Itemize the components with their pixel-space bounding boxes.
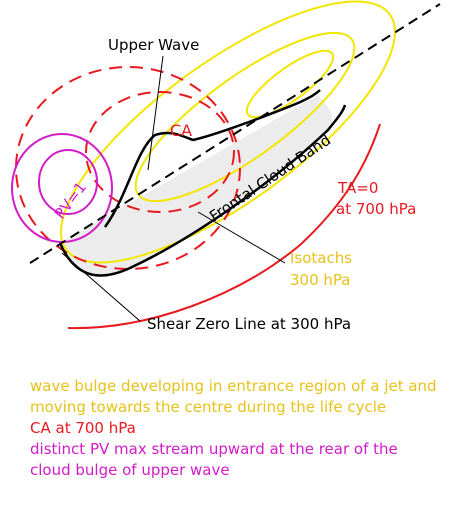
shear-zero-line-label: Shear Zero Line at 300 hPa	[147, 315, 351, 333]
ca-label: CA	[170, 121, 192, 140]
legend: wave bulge developing in entrance region…	[30, 376, 445, 481]
legend-item-wave-bulge: wave bulge developing in entrance region…	[30, 377, 437, 395]
legend-item-pv-max: distinct PV max stream upward at the rea…	[30, 440, 398, 458]
frontal-cloud-band-area	[60, 95, 333, 276]
synoptic-diagram: Upper Wave CA PV=1 Frontal Cloud Band TA…	[11, 0, 441, 333]
legend-item-ca: CA at 700 hPa	[30, 419, 136, 437]
pv-label: PV=1	[51, 178, 90, 222]
ta-zero-label-line2: at 700 hPa	[336, 200, 416, 218]
upper-wave-pointer	[147, 55, 164, 171]
isotachs-label-line2: 300 hPa	[290, 271, 350, 289]
isotachs-pointer	[197, 211, 286, 264]
pv-contour-inner	[38, 149, 98, 215]
jet-axis-dashed-line	[29, 3, 441, 264]
ca-contours-700hpa	[15, 66, 241, 270]
isotach-outer	[60, 0, 396, 264]
upper-wave-label: Upper Wave	[108, 36, 199, 54]
shear-zero-pointer	[61, 252, 141, 322]
legend-item-pv-max-cont: cloud bulge of upper wave	[30, 461, 230, 479]
ta-zero-label-line1: TA=0	[337, 179, 378, 197]
isotachs-label-line1: Isotachs	[290, 249, 352, 267]
isotach-inner	[245, 49, 335, 119]
upper-wave-line	[103, 89, 321, 228]
ca-contour-outer	[15, 66, 241, 270]
ca-contour-middle	[85, 91, 235, 213]
legend-item-wave-bulge-cont: moving towards the centre during the lif…	[30, 398, 387, 416]
shear-zero-line	[58, 104, 347, 277]
ta-zero-line	[67, 123, 381, 330]
